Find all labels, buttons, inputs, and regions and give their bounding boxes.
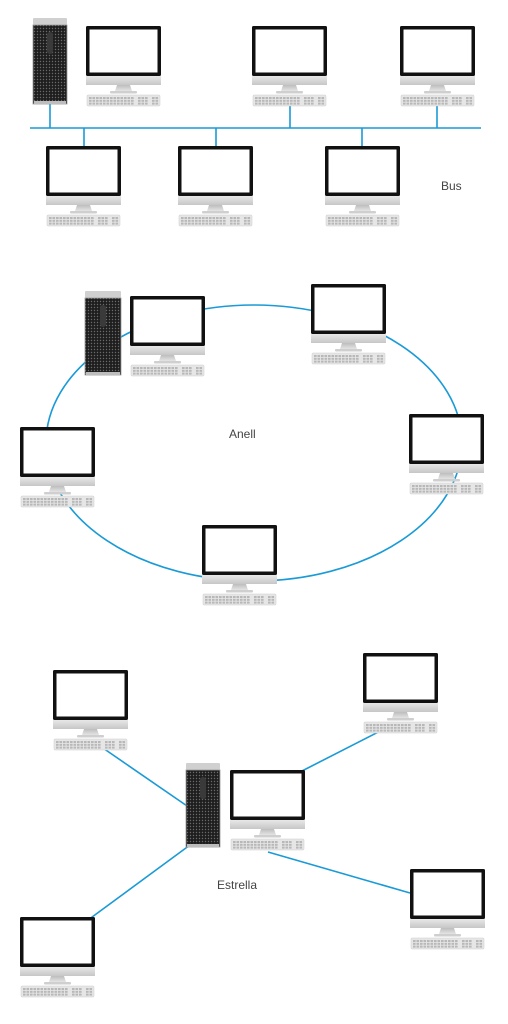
keyboard-icon xyxy=(130,364,205,377)
workstation-icon xyxy=(46,146,121,227)
monitor-icon xyxy=(363,653,438,721)
star-topology: Estrella xyxy=(20,653,485,998)
workstation-icon xyxy=(400,26,475,107)
monitor-icon xyxy=(410,869,485,937)
star-label: Estrella xyxy=(217,878,257,892)
monitor-icon xyxy=(230,770,305,838)
keyboard-icon xyxy=(53,738,128,751)
keyboard-icon xyxy=(46,214,121,227)
workstation-icon xyxy=(20,427,95,508)
workstation-icon xyxy=(325,146,400,227)
monitor-icon xyxy=(46,146,121,214)
monitor-icon xyxy=(325,146,400,214)
star-cabling xyxy=(87,725,411,921)
keyboard-icon xyxy=(363,721,438,734)
monitor-icon xyxy=(53,670,128,738)
monitor-icon xyxy=(252,26,327,94)
keyboard-icon xyxy=(202,593,277,606)
keyboard-icon xyxy=(20,495,95,508)
keyboard-icon xyxy=(230,838,305,851)
monitor-icon xyxy=(130,296,205,364)
star-spoke-cable xyxy=(299,725,391,773)
monitor-icon xyxy=(86,26,161,94)
workstation-icon xyxy=(178,146,253,227)
workstation-icon xyxy=(230,770,305,851)
workstation-icon xyxy=(53,670,128,751)
server-tower-icon xyxy=(185,763,221,848)
keyboard-icon xyxy=(252,94,327,107)
workstation-icon xyxy=(130,296,205,377)
workstation-icon xyxy=(202,525,277,606)
workstation-icon xyxy=(20,917,95,998)
workstation-icon xyxy=(311,284,386,365)
keyboard-icon xyxy=(409,482,484,495)
star-spoke-cable xyxy=(267,851,411,894)
server-tower-icon xyxy=(84,291,122,376)
workstation-icon xyxy=(252,26,327,107)
workstation-icon xyxy=(410,869,485,950)
star-spoke-cable xyxy=(87,844,191,921)
star-spoke-cable xyxy=(99,745,191,809)
keyboard-icon xyxy=(325,214,400,227)
workstation-icon xyxy=(86,26,161,107)
server-tower-icon xyxy=(32,18,68,105)
keyboard-icon xyxy=(20,985,95,998)
workstation-icon xyxy=(363,653,438,734)
keyboard-icon xyxy=(178,214,253,227)
keyboard-icon xyxy=(311,352,386,365)
monitor-icon xyxy=(20,917,95,985)
monitor-icon xyxy=(311,284,386,352)
ring-topology: Anell xyxy=(20,284,484,606)
monitor-icon xyxy=(409,414,484,482)
ring-label: Anell xyxy=(229,427,256,441)
keyboard-icon xyxy=(400,94,475,107)
bus-topology: Bus xyxy=(30,18,481,227)
monitor-icon xyxy=(202,525,277,593)
bus-label: Bus xyxy=(441,179,462,193)
monitor-icon xyxy=(400,26,475,94)
keyboard-icon xyxy=(86,94,161,107)
bus-cabling xyxy=(30,104,481,146)
workstation-icon xyxy=(409,414,484,495)
monitor-icon xyxy=(178,146,253,214)
monitor-icon xyxy=(20,427,95,495)
keyboard-icon xyxy=(410,937,485,950)
